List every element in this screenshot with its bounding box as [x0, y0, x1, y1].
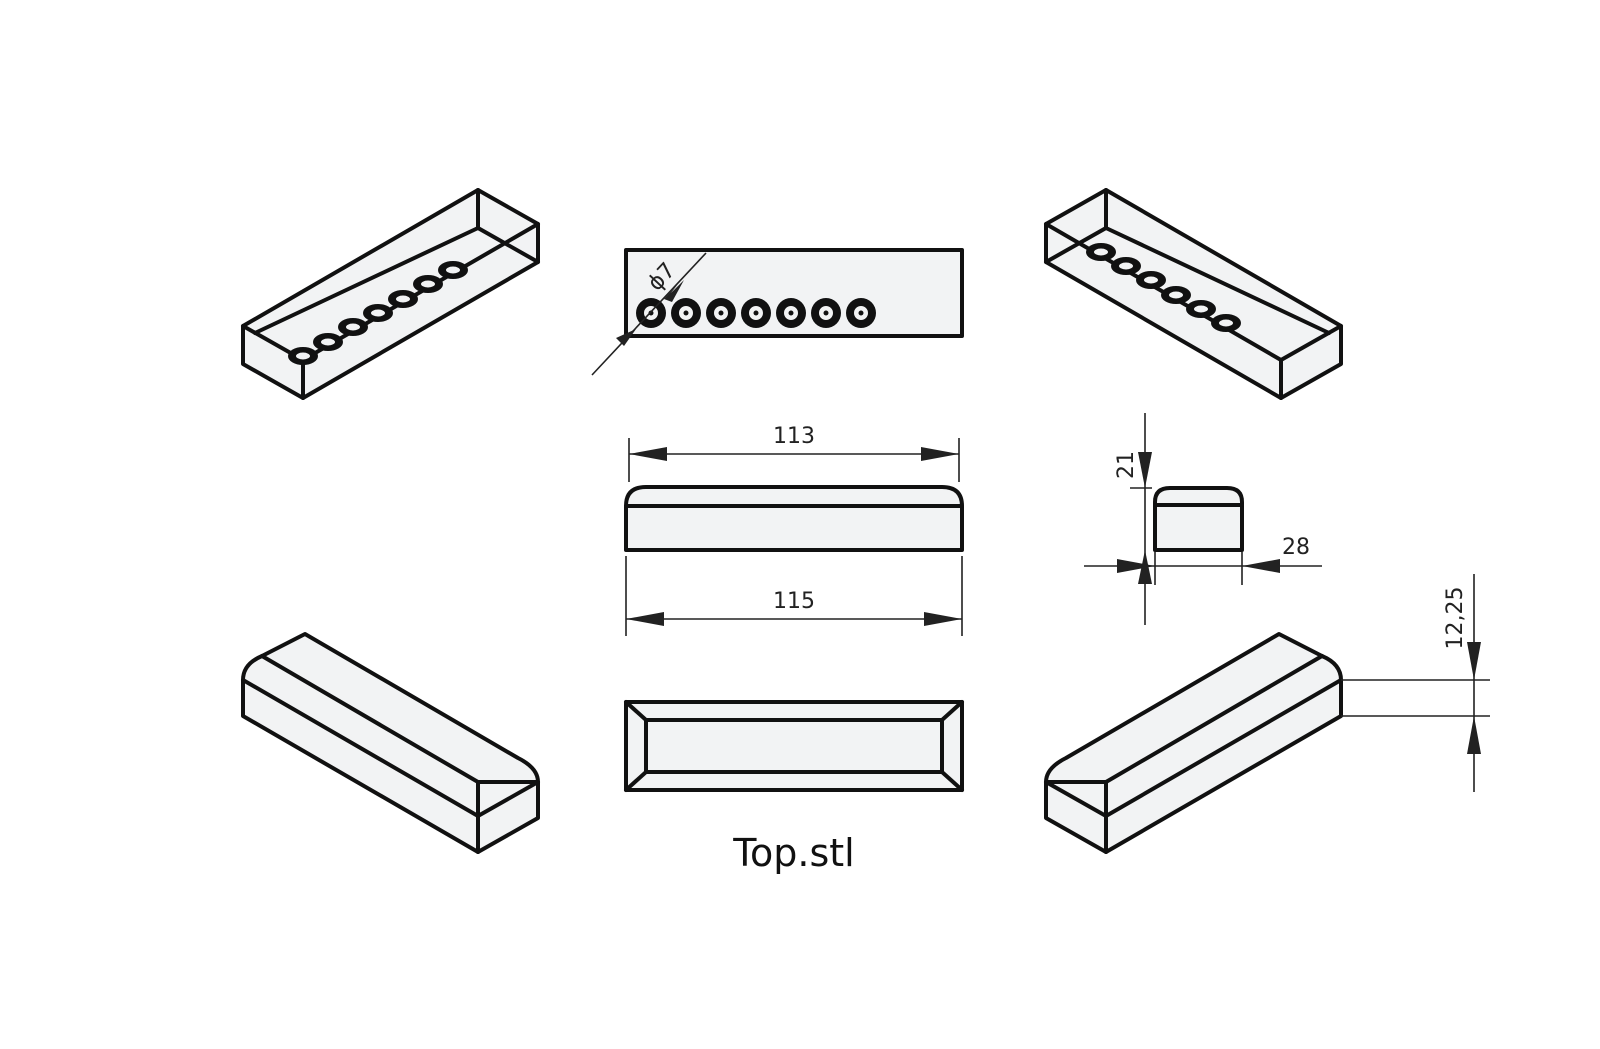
iso-holes-left — [288, 261, 468, 365]
iso-view-bottom-left — [241, 632, 540, 854]
bottom-view — [624, 700, 964, 792]
dim-top-length: 113 — [773, 424, 815, 449]
dim-chamfer-height: 12,25 — [1443, 587, 1468, 650]
dim-width: 28 — [1282, 535, 1310, 560]
iso-view-top-left — [241, 188, 540, 400]
top-view: ϕ7 — [591, 248, 964, 376]
file-label: Top.stl — [732, 831, 854, 875]
dim-height: 21 — [1114, 451, 1139, 479]
front-view: 113 115 — [624, 424, 964, 636]
chamfer-dimension: 12,25 — [1341, 574, 1490, 792]
iso-holes-right — [1086, 243, 1241, 332]
iso-view-top-right — [1044, 188, 1343, 400]
side-view: 21 28 — [1084, 413, 1322, 625]
iso-view-bottom-right — [1044, 632, 1343, 854]
dim-bottom-length: 115 — [773, 589, 815, 614]
